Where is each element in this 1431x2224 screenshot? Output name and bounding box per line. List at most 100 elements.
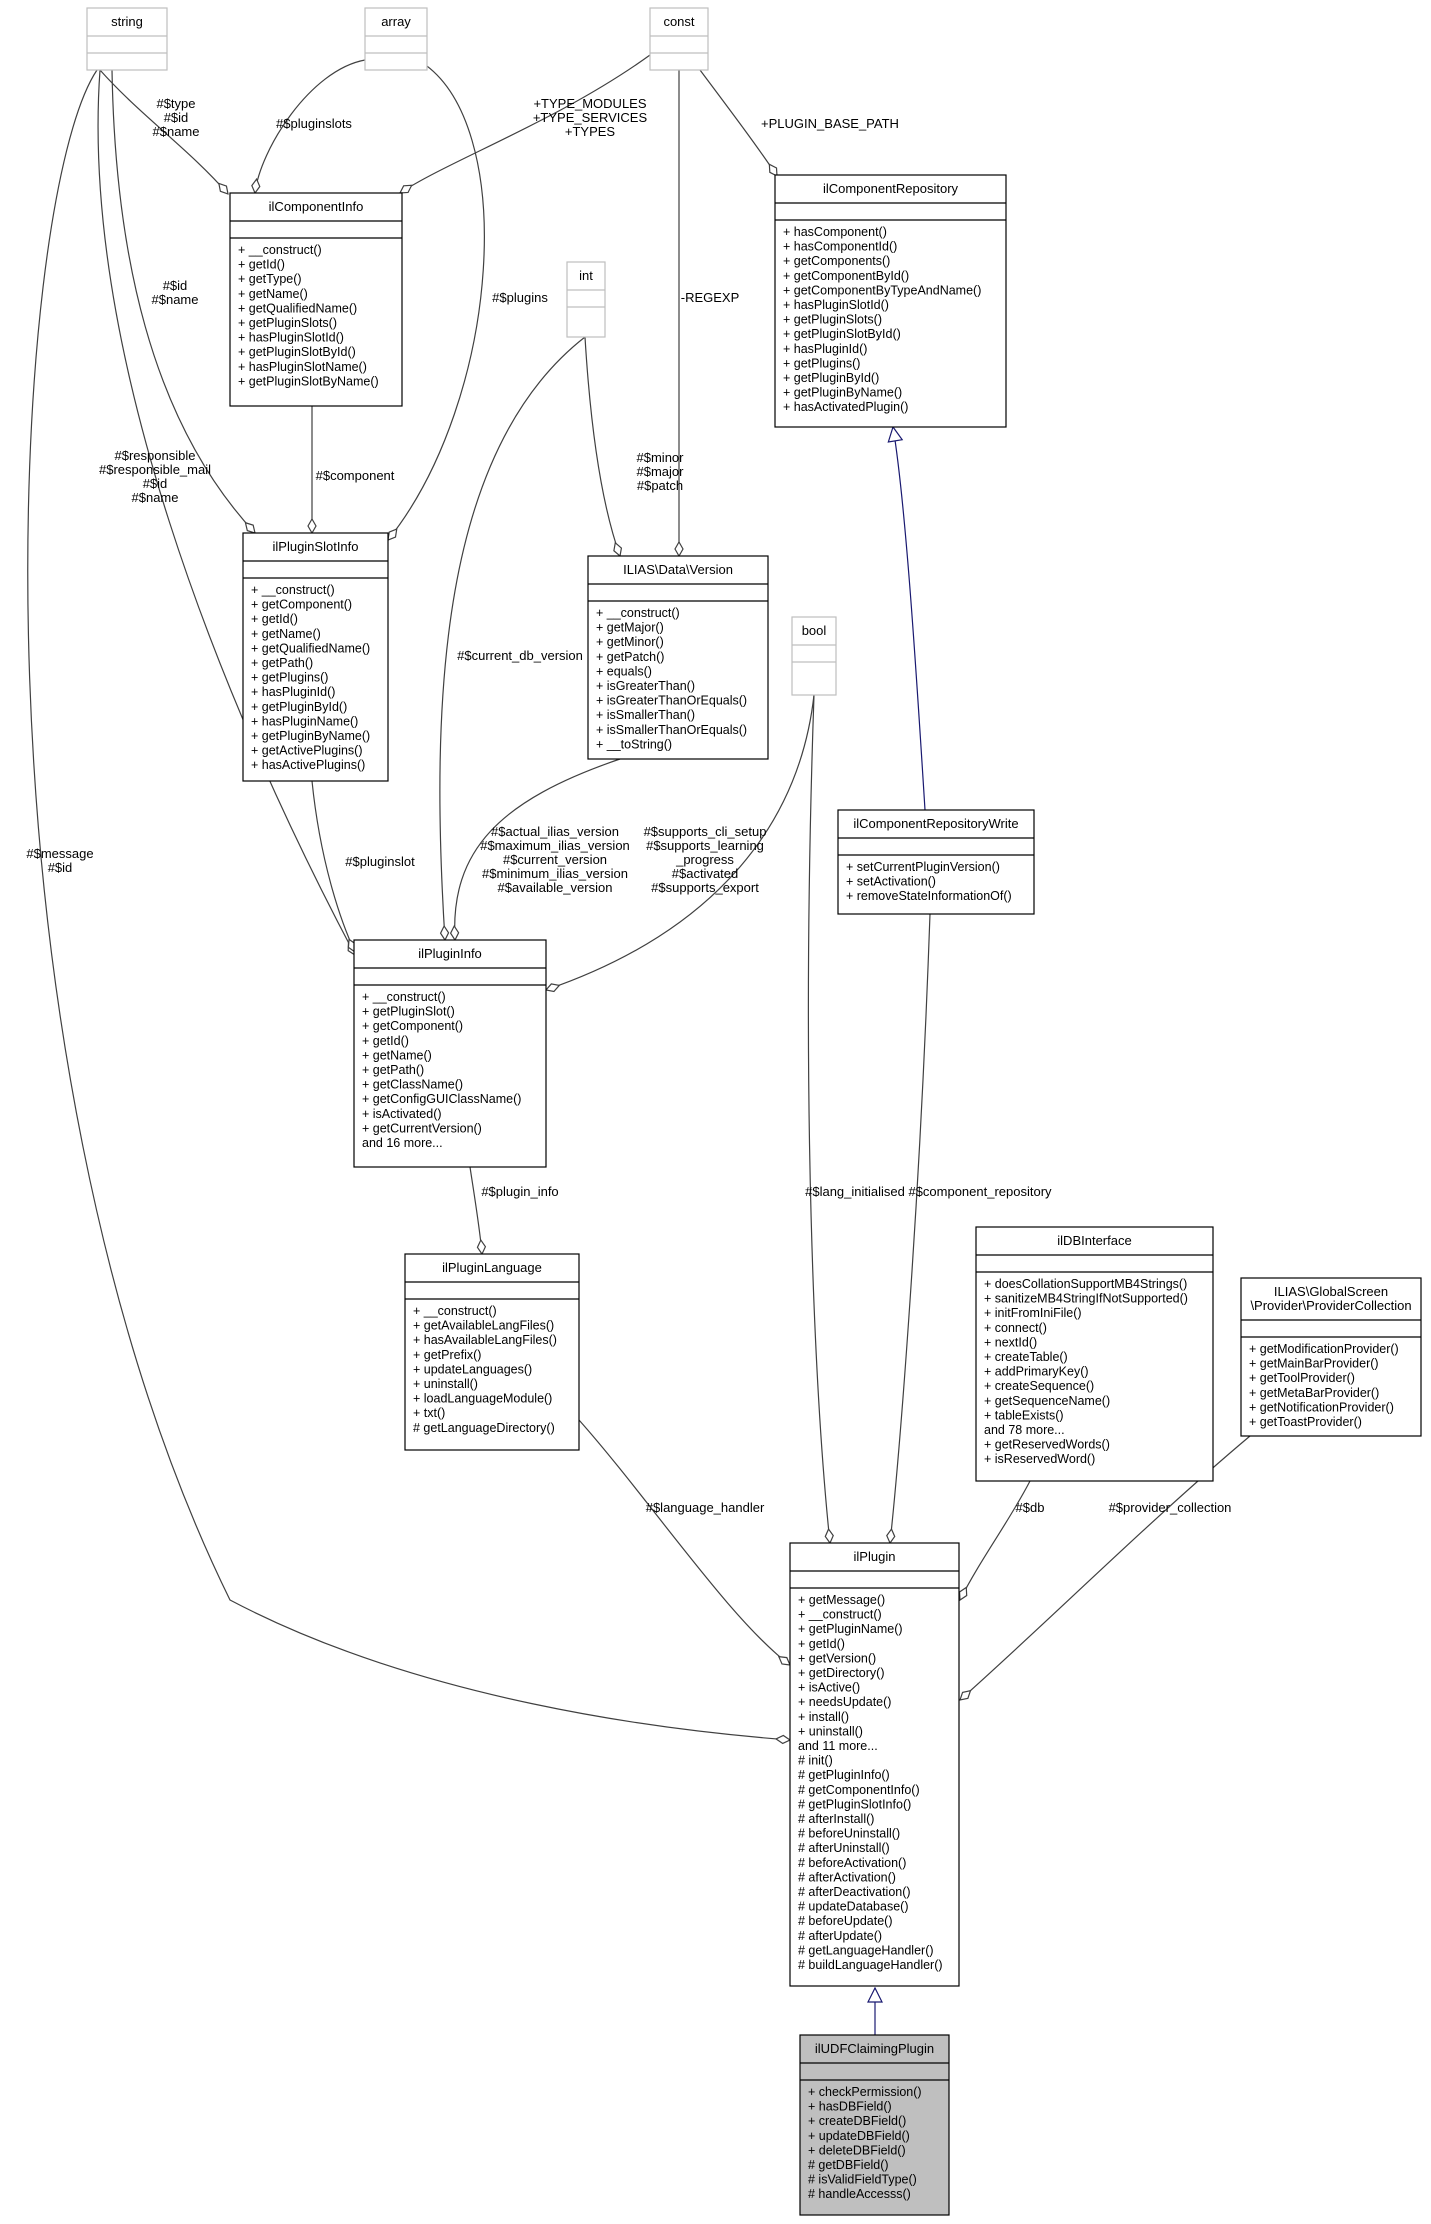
edge-label: #$actual_ilias_version#$maximum_ilias_ve… (480, 824, 630, 895)
class-member: + isSmallerThan() (596, 708, 695, 722)
class-title: ilPluginSlotInfo (273, 539, 359, 554)
edge-string-to-ilPlugin (27, 69, 790, 1740)
class-member: + getPluginByName() (251, 729, 370, 743)
class-box (799, 2034, 950, 2216)
class-member: + setActivation() (846, 875, 936, 889)
class-member: + getId() (238, 258, 285, 272)
class-member: # afterUpdate() (798, 1929, 882, 1943)
class-Version[interactable]: ILIAS\Data\Version+ __construct()+ getMa… (587, 555, 769, 760)
edge-label: #$component_repository (908, 1184, 1052, 1199)
class-ilPluginLanguage[interactable]: ilPluginLanguage+ __construct()+ getAvai… (404, 1253, 580, 1451)
class-ilComponentRepositoryWrite[interactable]: ilComponentRepositoryWrite + setCurrentPl… (837, 809, 1035, 915)
class-member: + hasComponent() (783, 225, 887, 239)
class-member: + getComponents() (783, 254, 890, 268)
class-string[interactable]: string (86, 7, 168, 71)
class-member: + getQualifiedName() (251, 641, 370, 655)
class-box (1240, 1277, 1422, 1437)
class-member: + uninstall() (413, 1377, 478, 1391)
class-int[interactable]: int (566, 261, 606, 338)
class-title: ilPluginInfo (418, 946, 482, 961)
class-box (837, 809, 1035, 915)
class-member: + getId() (362, 1034, 409, 1048)
class-member: # isValidFieldType() (808, 2173, 917, 2187)
class-member: + initFromIniFile() (984, 1306, 1082, 1320)
class-box (587, 555, 769, 760)
class-member: + connect() (984, 1321, 1047, 1335)
class-const[interactable]: const (649, 7, 709, 71)
class-member: + getPluginById() (251, 700, 347, 714)
class-member: + getComponent() (362, 1019, 463, 1033)
class-member: + setCurrentPluginVersion() (846, 860, 1000, 874)
class-ilPlugin[interactable]: ilPlugin+ getMessage()+ __construct()+ g… (789, 1542, 960, 1987)
class-member: + createTable() (984, 1350, 1068, 1364)
edge-int-to-ilPluginInfo (439, 336, 586, 940)
edge-label: #$lang_initialised (805, 1184, 905, 1199)
class-member: # getLanguageDirectory() (413, 1421, 555, 1435)
class-member: # beforeActivation() (798, 1856, 906, 1870)
class-title: ilPluginLanguage (442, 1260, 542, 1275)
class-member: + updateDBField() (808, 2129, 910, 2143)
class-member: + getMessage() (798, 1593, 885, 1607)
class-bool[interactable]: bool (791, 616, 837, 696)
class-member: + getPluginSlots() (238, 316, 337, 330)
class-box (364, 7, 428, 71)
class-array[interactable]: array (364, 7, 428, 71)
class-box (86, 7, 168, 71)
class-member: # afterActivation() (798, 1870, 896, 1884)
class-member: + txt() (413, 1406, 445, 1420)
edge-label: #$plugin_info (481, 1184, 558, 1199)
class-ilPluginInfo[interactable]: ilPluginInfo+ __construct()+ getPluginSl… (353, 939, 547, 1168)
class-member: + getPatch() (596, 650, 664, 664)
edge-ilComponentRepository-to-ilComponentRepositoryWrite (893, 427, 926, 811)
class-member: + __construct() (251, 583, 335, 597)
class-member: + hasPluginName() (251, 714, 358, 728)
class-member: + removeStateInformationOf() (846, 889, 1012, 903)
class-member: # getPluginSlotInfo() (798, 1797, 911, 1811)
class-box (229, 192, 403, 407)
class-member: + getMinor() (596, 635, 664, 649)
class-member: + uninstall() (798, 1724, 863, 1738)
class-member: + getQualifiedName() (238, 301, 357, 315)
class-ilPluginSlotInfo[interactable]: ilPluginSlotInfo+ __construct()+ getComp… (242, 532, 389, 782)
class-title: ilComponentRepositoryWrite (853, 816, 1018, 831)
class-ilComponentInfo[interactable]: ilComponentInfo+ __construct()+ getId()+… (229, 192, 403, 407)
class-member: # init() (798, 1754, 833, 1768)
class-ilComponentRepository[interactable]: ilComponentRepository+ hasComponent()+ h… (774, 174, 1007, 428)
class-member: + getPath() (251, 656, 313, 670)
class-member: + getType() (238, 272, 302, 286)
class-member: + hasPluginSlotId() (238, 331, 344, 345)
edge-label: #$component (316, 468, 395, 483)
class-member: + getAvailableLangFiles() (413, 1319, 554, 1333)
edge-label: +PLUGIN_BASE_PATH (761, 116, 899, 131)
edge-label: #$id#$name (152, 278, 199, 307)
class-box (649, 7, 709, 71)
class-title: bool (802, 623, 827, 638)
class-member: + getComponentByTypeAndName() (783, 283, 981, 297)
class-member: # handleAccesss() (808, 2187, 911, 2201)
class-title: array (381, 14, 411, 29)
edge-label: #$pluginslot (345, 854, 415, 869)
edge-int-to-Version (584, 336, 620, 556)
class-member: + hasPluginId() (251, 685, 335, 699)
class-member: # afterUninstall() (798, 1841, 890, 1855)
class-title: ilUDFClaimingPlugin (815, 2041, 934, 2056)
class-ilUDFClaimingPlugin[interactable]: ilUDFClaimingPlugin+ checkPermission()+ … (799, 2034, 950, 2216)
class-member: + install() (798, 1710, 849, 1724)
class-member: + getPlugins() (251, 671, 328, 685)
class-member: + isGreaterThanOrEquals() (596, 694, 747, 708)
edge-label: #$plugins (492, 290, 548, 305)
class-member: + nextId() (984, 1335, 1037, 1349)
class-member: # beforeUninstall() (798, 1827, 900, 1841)
class-member: + getName() (238, 287, 308, 301)
class-member: + hasPluginSlotId() (783, 298, 889, 312)
class-ilDBInterface[interactable]: ilDBInterface+ doesCollationSupportMB4St… (975, 1226, 1214, 1482)
class-ProviderCollection[interactable]: ILIAS\GlobalScreen\Provider\ProviderColl… (1240, 1277, 1422, 1437)
class-member: + getReservedWords() (984, 1438, 1110, 1452)
class-member: + getPlugins() (783, 356, 860, 370)
class-member: + getId() (251, 612, 298, 626)
class-member: and 11 more... (798, 1739, 878, 1753)
class-member: + hasActivePlugins() (251, 758, 365, 772)
class-member: + getActivePlugins() (251, 744, 363, 758)
edge-const-to-ilComponentRepository (699, 69, 777, 176)
class-member: + tableExists() (984, 1408, 1064, 1422)
